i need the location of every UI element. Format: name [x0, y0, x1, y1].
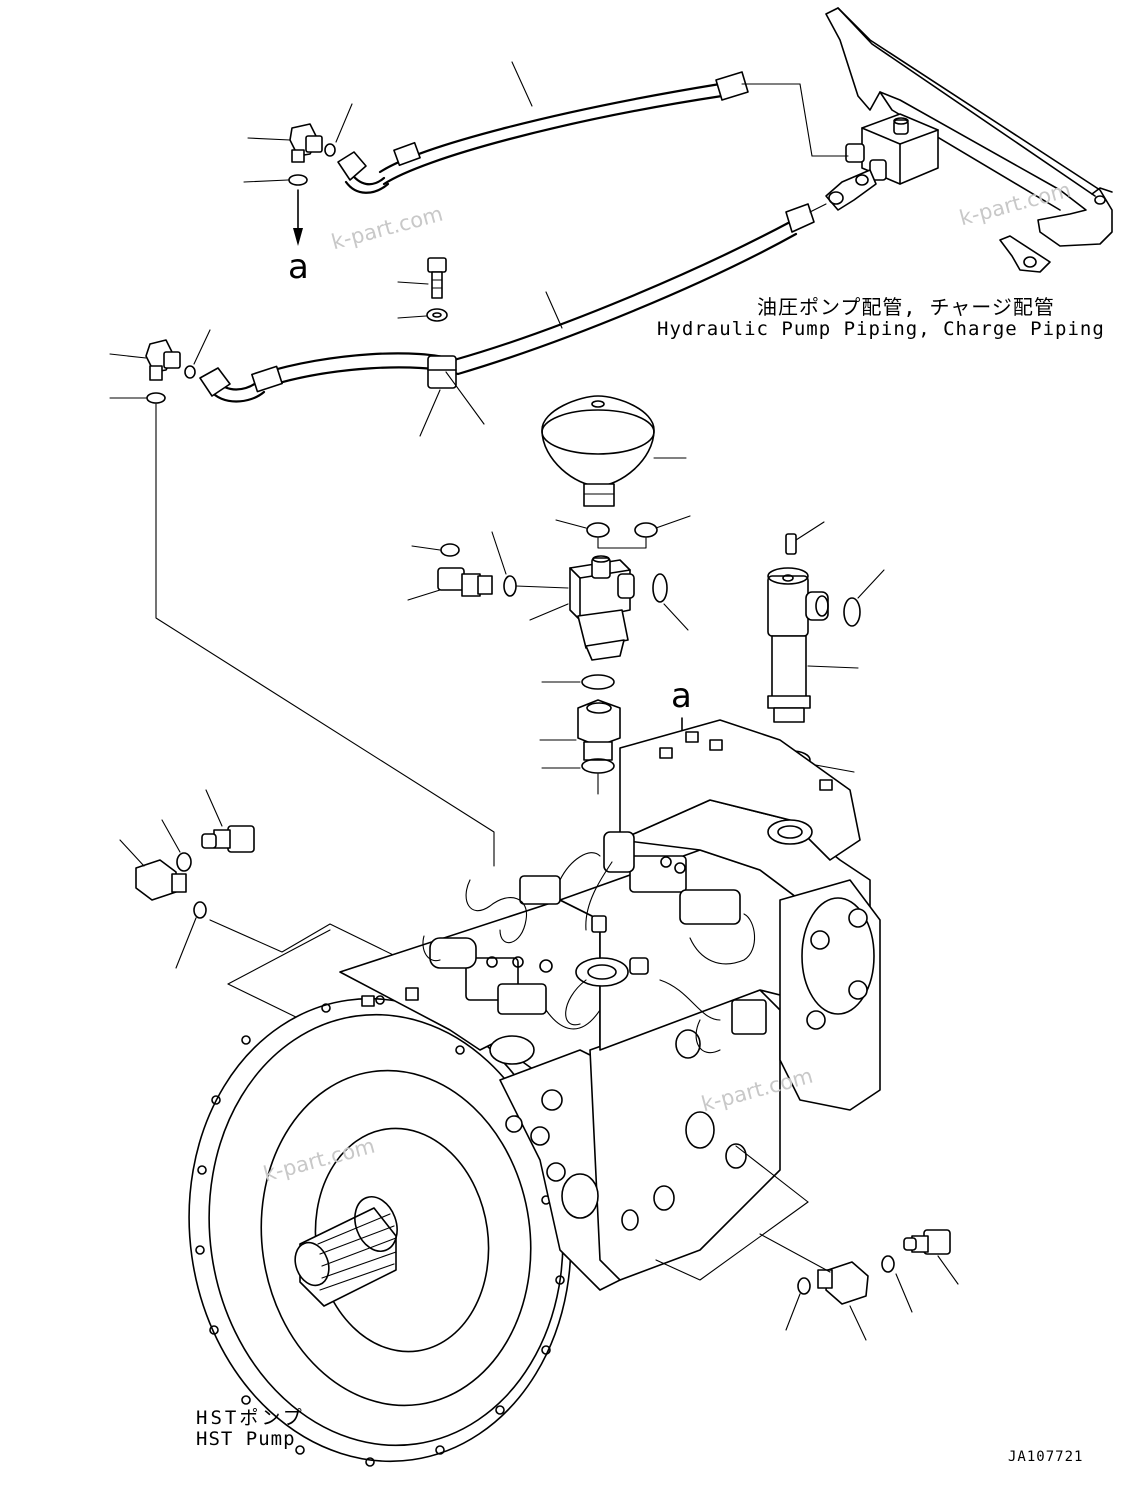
elbow-fitting-icon — [243, 103, 353, 246]
spline-shaft-icon — [294, 1196, 398, 1307]
adapter-fitting-icon — [539, 699, 621, 761]
reference-marker-a-center: a — [671, 676, 692, 716]
bolt-icon — [397, 257, 448, 322]
upper-hose-icon — [337, 71, 849, 194]
pump-label-english: HST Pump — [196, 1428, 296, 1450]
elbow-fitting-icon — [109, 329, 211, 404]
valve-block-icon — [845, 113, 939, 185]
o-ring-icon — [586, 522, 610, 538]
clamp-icon — [419, 355, 485, 437]
reference-marker-a-upper: a — [288, 247, 309, 287]
pressure-switch-icon — [759, 1233, 869, 1341]
pump-label-japanese: HSTポンプ — [196, 1407, 305, 1429]
pressure-sensor-icon — [161, 789, 255, 872]
o-ring-icon — [634, 522, 658, 538]
diagram-title-english: Hydraulic Pump Piping, Charge Piping — [657, 318, 1105, 340]
valve-block-icon — [515, 555, 635, 661]
pressure-switch-icon — [119, 839, 207, 969]
lower-hose-icon — [199, 203, 827, 403]
o-ring-icon — [581, 758, 615, 774]
o-ring-icon — [581, 674, 615, 690]
elbow-fitting-icon — [407, 531, 689, 631]
diagram-title-japanese: 油圧ポンプ配管, チャージ配管 — [757, 295, 1055, 319]
pressure-sensor-icon — [881, 1229, 959, 1313]
frame-bracket-icon — [825, 7, 1113, 273]
pump-housing-icon — [188, 719, 881, 1467]
relief-valve-icon — [767, 521, 885, 723]
drawing-code: JA107721 — [1008, 1449, 1084, 1465]
clamp-icon — [825, 169, 877, 211]
accumulator-icon — [541, 395, 687, 507]
